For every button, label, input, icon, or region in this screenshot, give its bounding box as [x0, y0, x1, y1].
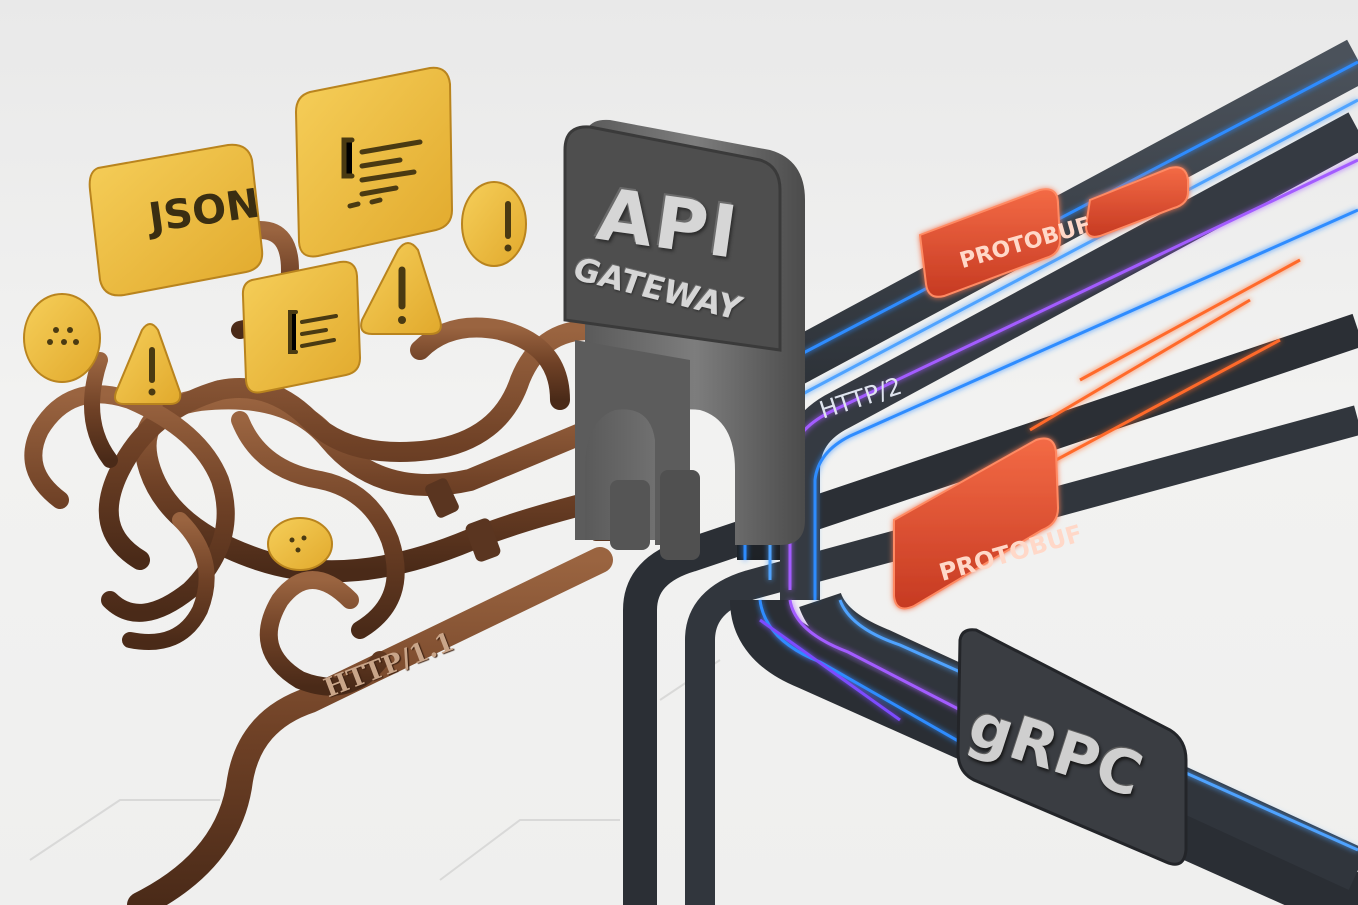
warning-circle-icon [461, 181, 527, 267]
protobuf-packet-small [1084, 166, 1189, 238]
warning-triangle-icon [360, 242, 442, 335]
json-block-icon [88, 143, 264, 297]
dots-circle-icon [23, 293, 101, 383]
protobuf-packet-lower [893, 437, 1060, 610]
code-block-icon [294, 66, 454, 258]
warning-triangle-small-icon [114, 323, 182, 405]
dots-circle-small-icon [267, 517, 333, 571]
api-gateway-structure [563, 119, 805, 560]
grpc-sign-block [956, 628, 1188, 866]
code-block-small-icon [241, 260, 362, 394]
protobuf-packet-upper [918, 188, 1062, 298]
circuit-traces [29, 659, 721, 881]
